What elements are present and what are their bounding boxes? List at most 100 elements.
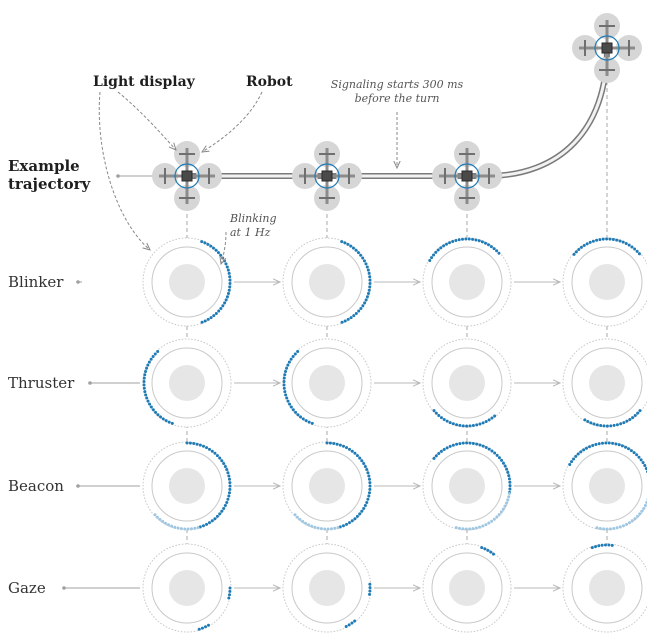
led-dot: [608, 237, 612, 241]
led-dot: [481, 524, 485, 528]
blinking-annotation-line2: at 1 Hz: [230, 226, 271, 239]
led-dot: [448, 421, 452, 425]
led-dot: [218, 456, 222, 460]
led-dot: [475, 423, 479, 427]
led-dot: [439, 416, 443, 420]
led-dot: [226, 291, 230, 295]
led-dot: [622, 421, 626, 425]
led-dot: [295, 515, 299, 519]
led-dot: [618, 239, 622, 243]
led-dot: [296, 350, 300, 354]
led-dot: [329, 527, 333, 531]
led-dot: [367, 474, 371, 478]
led-dot: [148, 402, 152, 406]
led-dot: [196, 526, 200, 530]
led-dot: [503, 464, 507, 468]
led-dot: [451, 239, 455, 243]
led-dot: [368, 285, 372, 289]
led-dot: [439, 246, 443, 250]
led-dot: [455, 423, 459, 427]
led-dot: [597, 442, 601, 446]
led-dot: [486, 548, 490, 552]
led-dot: [589, 421, 593, 425]
led-dot: [574, 454, 578, 458]
center-disc: [309, 570, 345, 606]
led-dot: [367, 271, 371, 275]
led-dot: [354, 248, 358, 252]
led-dot: [355, 454, 359, 458]
led-dot: [304, 521, 307, 525]
led-dot: [353, 619, 357, 623]
led-dot: [448, 444, 452, 448]
led-dot: [347, 521, 351, 525]
led-dot: [627, 521, 631, 525]
led-dot: [159, 415, 163, 419]
led-dot: [641, 461, 645, 465]
led-dot: [223, 504, 227, 508]
led-dot: [214, 248, 218, 252]
led-dot: [218, 512, 222, 516]
led-dot: [630, 245, 634, 249]
led-dot: [203, 241, 207, 245]
led-dot: [203, 319, 207, 323]
led-dot: [216, 251, 220, 255]
led-dot: [465, 441, 469, 445]
led-dot: [227, 271, 231, 275]
led-dot: [365, 265, 369, 269]
led-dot: [368, 275, 372, 279]
led-dot: [605, 237, 609, 241]
led-dot: [345, 446, 349, 450]
led-dot: [495, 249, 499, 253]
led-dot: [592, 422, 596, 426]
led-dot: [287, 360, 291, 364]
led-dot: [364, 262, 368, 266]
led-dot: [368, 282, 372, 286]
led-dot: [454, 526, 458, 530]
led-dot: [209, 316, 213, 320]
led-dot: [368, 487, 372, 491]
led-dot: [282, 386, 286, 390]
led-dot: [143, 373, 147, 377]
led-dot: [631, 416, 635, 420]
led-dot: [483, 547, 487, 551]
led-dot: [349, 244, 353, 248]
led-dot: [635, 249, 639, 253]
led-dot: [201, 444, 205, 448]
led-dot: [210, 519, 214, 523]
row-label-thruster: Thruster: [8, 374, 75, 392]
led-dot: [458, 442, 462, 446]
led-dot: [461, 237, 465, 241]
row-label-gaze: Gaze: [8, 579, 46, 597]
led-dot: [226, 268, 230, 272]
inner-ring: [151, 450, 223, 522]
led-dot: [343, 241, 347, 245]
led-dot: [343, 319, 347, 323]
led-dot: [621, 524, 625, 528]
led-dot: [609, 424, 613, 428]
center-disc: [589, 264, 625, 300]
led-dot: [288, 402, 292, 406]
led-dot: [223, 301, 227, 305]
led-dot: [434, 454, 438, 458]
led-dot: [458, 423, 462, 427]
connector-dot: [88, 381, 92, 385]
led-dot: [478, 525, 482, 529]
led-dot: [366, 471, 370, 475]
led-dot: [336, 526, 340, 530]
led-dot: [222, 506, 226, 510]
led-dot: [638, 409, 642, 413]
led-dot: [500, 458, 504, 462]
led-dot: [155, 515, 159, 519]
led-dot: [210, 449, 214, 453]
light-display-frame: [282, 543, 372, 633]
led-dot: [158, 517, 162, 521]
led-dot: [572, 252, 576, 256]
inner-ring: [291, 450, 363, 522]
led-dot: [298, 517, 302, 521]
led-dot: [506, 470, 510, 474]
led-dot: [607, 543, 611, 547]
led-dot: [588, 445, 592, 449]
led-dot: [507, 477, 511, 481]
led-dot: [464, 527, 468, 531]
